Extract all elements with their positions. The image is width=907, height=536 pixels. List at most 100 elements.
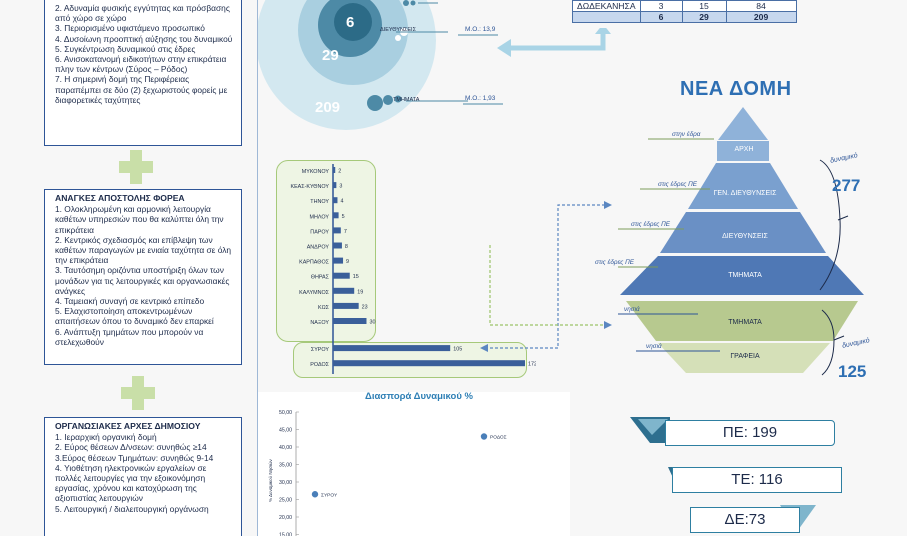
bubble-diagram xyxy=(258,0,503,130)
bubble-count-29: 29 xyxy=(322,47,339,64)
bar xyxy=(333,360,525,367)
plus-icon xyxy=(121,376,155,410)
principles-box: ΟΡΓΑΝΩΣΙΑΚΕΣ ΑΡΧΕΣ ΔΗΜΟΣΙΟΥ 1. Ιεραρχική… xyxy=(44,417,242,536)
bar-value-label: 23 xyxy=(362,304,368,310)
pyramid-lower-label: νησιά xyxy=(624,306,640,313)
pyramid xyxy=(618,107,864,373)
list-item: 2. Κεντρικός σχεδιασμός και επίβλεψη των… xyxy=(55,234,232,266)
bar xyxy=(333,167,336,173)
bar-value-label: 15 xyxy=(353,274,359,280)
bar xyxy=(333,345,451,352)
bar xyxy=(333,182,337,189)
scatter-ytick: 25,00 xyxy=(279,498,292,504)
list-item: 2. Αδυναμία φυσικής εγγύτητας και πρόσβα… xyxy=(55,3,230,24)
list-item: 4. Ταμειακή συναγή σε κεντρικό επίπεδο xyxy=(55,296,205,307)
bar-category-label: ΘΗΡΑΣ xyxy=(311,275,330,281)
bar-value-label: 4 xyxy=(340,199,343,205)
pyramid-level: ΤΜΗΜΑΤΑ xyxy=(728,272,762,279)
scatter-ytick: 40,00 xyxy=(279,445,292,451)
list-item: 4. Δυσοίωνη προοπτική αύξησης του δυναμι… xyxy=(55,33,233,44)
dynamic-value-top: 277 xyxy=(832,176,861,195)
bar-category-label: ΚΑΛΥΜΝΟΣ xyxy=(299,290,330,296)
bar xyxy=(333,212,339,219)
pyramid-lower-label: νησιά xyxy=(646,343,662,350)
bar-value-label: 105 xyxy=(453,347,462,353)
summary-table: ΔΩΔΕΚΑΝΗΣΑ 3 15 84 6 29 209 xyxy=(572,0,797,23)
scatter-chart: 50,0045,0040,0035,0030,0025,0020,0015,00… xyxy=(267,410,507,536)
bubble-mo-bot: Μ.Ο.: 1,93 xyxy=(465,95,496,102)
scatter-point-label: ΡΟΔΟΣ xyxy=(490,435,507,441)
bubble-label-bot: ΤΜΗΜΑΤΑ xyxy=(393,97,420,103)
scatter-point-label: ΣΥΡΟΥ xyxy=(321,492,338,498)
pyramid-side-label: στις έδρες ΠΕ xyxy=(631,221,670,228)
bubble-count-6: 6 xyxy=(346,14,355,31)
bar-value-label: 2 xyxy=(338,169,341,175)
ribbon-de: ΔΕ:73 xyxy=(690,507,800,533)
list-item: 5. Λειτουργική / διαλειτουργική οργάνωση xyxy=(55,503,209,514)
table-cell: 6 xyxy=(639,11,683,23)
scatter-ytick: 15,00 xyxy=(279,533,292,536)
pyramid-side-label: στις έδρες ΠΕ xyxy=(658,181,697,188)
ribbon-te: ΤΕ: 116 xyxy=(672,467,842,493)
dynamic-braces xyxy=(819,159,849,376)
connector-arrow xyxy=(497,28,611,57)
table-cell: 15 xyxy=(681,0,727,12)
bar-category-label: ΠΑΡΟΥ xyxy=(310,229,329,235)
table-cell: 209 xyxy=(725,11,797,23)
needs-list: 1. Ολοκληρωμένη και αρμονική λειτουργία … xyxy=(55,204,235,347)
table-cell: ΔΩΔΕΚΑΝΗΣΑ xyxy=(572,0,641,12)
table-row: ΔΩΔΕΚΑΝΗΣΑ 3 15 84 xyxy=(572,0,797,12)
pyramid-title: ΝΕΑ ΔΟΜΗ xyxy=(680,78,792,100)
bar-category-label: ΑΝΔΡΟΥ xyxy=(307,245,330,251)
list-item: 5. Συγκέντρωση δυναμικού στις έδρες xyxy=(55,43,196,54)
list-item: 6. Ανισοκατανομή ειδικοτήτων στην επικρά… xyxy=(55,54,227,75)
list-item: 1. Ολοκληρωμένη και αρμονική λειτουργία … xyxy=(55,204,224,235)
pyramid-level: ΓΕΝ. ΔΙΕΥΘΥΝΣΕΙΣ xyxy=(713,190,777,197)
bar xyxy=(333,197,338,204)
bar-value-label: 5 xyxy=(342,214,345,220)
divider xyxy=(257,0,258,536)
table-cell: 29 xyxy=(681,11,727,23)
bubble-label-mid: ΔΙΕΥΘΥΝΣΕΙΣ xyxy=(380,27,416,33)
scatter-ytick: 35,00 xyxy=(279,463,292,469)
bar-category-label: ΝΑΞΟΥ xyxy=(310,320,329,326)
bar-value-label: 172 xyxy=(528,362,536,368)
bar-category-label: ΚΕΑΣ-ΚΥΘΝΟΥ xyxy=(290,184,329,190)
bar xyxy=(333,227,341,234)
scatter-ytick: 30,00 xyxy=(279,480,292,486)
scatter-point xyxy=(480,433,488,440)
pyramid-side-label: στην έδρα xyxy=(672,131,701,138)
list-item: 3. Περιορισμένο υφιστάμενο προσωπικό xyxy=(55,23,205,34)
principles-title: ΟΡΓΑΝΩΣΙΑΚΕΣ ΑΡΧΕΣ ΔΗΜΟΣΙΟΥ xyxy=(55,421,201,431)
scatter-ytick: 45,00 xyxy=(279,428,292,434)
needs-box: ΑΝΑΓΚΕΣ ΑΠΟΣΤΟΛΗΣ ΦΟΡΕΑ 1. Ολοκληρωμένη … xyxy=(44,189,242,365)
pyramid-level: ΑΡΧΗ xyxy=(734,146,754,153)
pyramid-side-label: στις έδρες ΠΕ xyxy=(595,259,634,266)
plus-icon xyxy=(119,150,153,184)
table-cell: 84 xyxy=(725,0,797,12)
bar-category-label: ΜΥΚΟΝΟΥ xyxy=(302,169,330,175)
bar-value-label: 8 xyxy=(345,244,348,250)
bar xyxy=(333,287,355,294)
problems-box: 2. Αδυναμία φυσικής εγγύτητας και πρόσβα… xyxy=(44,0,242,146)
list-item: 3.Εύρος θέσεων Τμημάτων: συνηθώς 9-14 xyxy=(55,452,214,463)
bar-category-label: ΡΟΔΟΣ xyxy=(310,362,329,368)
bar-value-label: 3 xyxy=(339,184,342,190)
bar-value-label: 9 xyxy=(346,259,349,265)
bar-category-label: ΚΑΡΠΑΘΟΣ xyxy=(299,260,330,266)
scatter-point xyxy=(311,491,319,498)
bar-chart-group-small xyxy=(276,160,376,342)
scatter-ylabel: % Δυναμικού Νησιών xyxy=(267,459,273,502)
list-item: 4. Υιοθέτηση ηλεκτρονικών εργαλείων σε π… xyxy=(55,462,207,504)
bar-value-label: 30 xyxy=(369,320,375,326)
scatter-panel xyxy=(258,392,570,536)
bar xyxy=(333,272,350,279)
bar-category-label: ΚΩΣ xyxy=(318,305,330,311)
ribbon-pe: ΠΕ: 199 xyxy=(665,420,835,446)
pyramid-level: ΤΜΗΜΑΤΑ xyxy=(728,319,762,326)
list-item: 3. Ταυτόσημη οριζόντια υποστήριξη όλων τ… xyxy=(55,265,230,296)
dashed-connector xyxy=(480,201,612,352)
